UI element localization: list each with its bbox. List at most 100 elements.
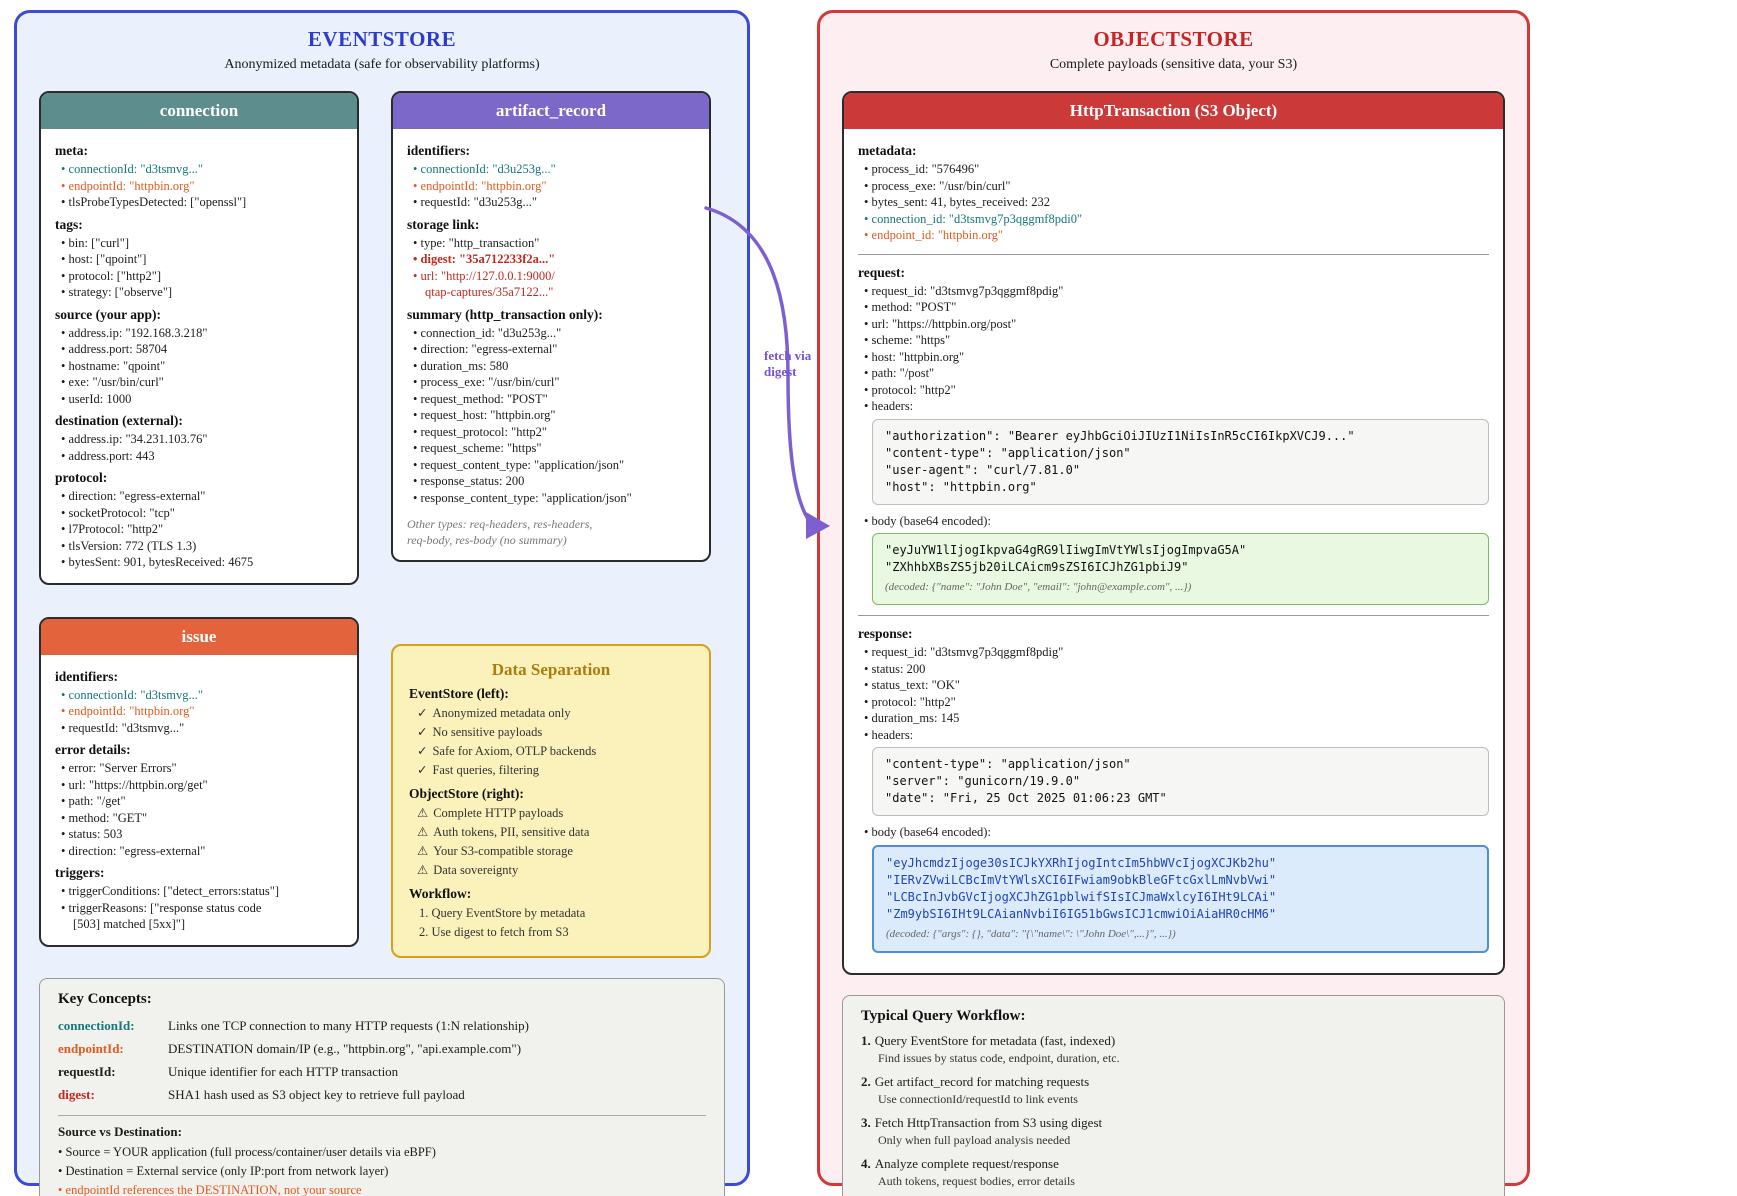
issue-card: issue identifiers: connectionId: "d3tsmv… bbox=[39, 616, 359, 947]
step-note: Auth tokens, request bodies, error detai… bbox=[878, 1173, 1075, 1188]
field-requestId: requestId: "d3tsmvg..." bbox=[61, 720, 343, 737]
field-url: url: "https://httpbin.org/post" bbox=[864, 316, 1489, 333]
field-list: request_id: "d3tsmvg7p3qggmf8pdig" statu… bbox=[858, 644, 1489, 743]
arrowhead-icon bbox=[806, 512, 830, 539]
point-text: Complete HTTP payloads bbox=[433, 806, 564, 820]
section-heading: destination (external): bbox=[55, 413, 183, 428]
objectstore-title: OBJECTSTORE bbox=[1093, 27, 1254, 51]
section-heading: summary (http_transaction only): bbox=[407, 306, 603, 322]
data-separation-title: Data Separation bbox=[491, 660, 611, 679]
list-item: ⚠Auth tokens, PII, sensitive data bbox=[417, 823, 693, 842]
objectstore-points: ⚠ Complete HTTP payloads ⚠Auth tokens, PI… bbox=[409, 804, 693, 880]
field-status-text: status_text: "OK" bbox=[864, 677, 1489, 694]
field-socketProtocol: socketProtocol: "tcp" bbox=[61, 505, 343, 522]
response-body-label: body (base64 encoded): bbox=[864, 824, 1489, 841]
artifact-record-footnote: Other types: req-headers, res-headers, r… bbox=[407, 517, 593, 547]
field-list: process_id: "576496" process_exe: "/usr/… bbox=[858, 161, 1489, 244]
field-address-ip: address.ip: "34.231.103.76" bbox=[61, 431, 343, 448]
field-request-id: request_id: "d3tsmvg7p3qggmf8pdig" bbox=[864, 644, 1489, 661]
connection-card-body: meta: connectionId: "d3tsmvg..." endpoin… bbox=[41, 129, 357, 583]
key-concepts-heading: Key Concepts: bbox=[58, 991, 152, 1007]
header-line: "host": "httpbin.org" bbox=[885, 479, 1037, 494]
step-number: 3. bbox=[861, 1114, 871, 1130]
section-heading: EventStore (left): bbox=[409, 686, 509, 701]
field-method: method: "POST" bbox=[864, 299, 1489, 316]
point-text: Safe for Axiom, OTLP backends bbox=[432, 744, 597, 758]
eventstore-points: ✓Anonymized metadata only ✓No sensitive … bbox=[409, 704, 693, 780]
term-desc: Links one TCP connection to many HTTP re… bbox=[168, 1018, 529, 1033]
term-requestId: requestId: bbox=[58, 1064, 116, 1079]
field-protocol: protocol: ["http2"] bbox=[61, 268, 343, 285]
field-process-id: process_id: "576496" bbox=[864, 161, 1489, 178]
term-connectionId: connectionId: bbox=[58, 1018, 135, 1033]
check-icon: ✓ bbox=[417, 706, 428, 720]
warning-icon: ⚠ bbox=[417, 806, 429, 820]
header-line: "server": "gunicorn/19.9.0" bbox=[885, 774, 1081, 788]
point-text: No sensitive payloads bbox=[432, 725, 543, 739]
workflow-step: 1. Query EventStore by metadata bbox=[419, 906, 586, 920]
body-line: "Zm9ybSI6IHt9LCAianNvbiI6IG51bGwsICJ1cmw… bbox=[886, 906, 1277, 921]
field-triggerConditions: triggerConditions: ["detect_errors:statu… bbox=[61, 883, 343, 900]
field-request-scheme: request_scheme: "https" bbox=[413, 440, 695, 457]
check-icon: ✓ bbox=[417, 744, 428, 758]
objectstore-subtitle: Complete payloads (sensitive data, your … bbox=[1049, 57, 1298, 72]
request-headers-box: "authorization": "Bearer eyJhbGciOiJIUzI… bbox=[872, 418, 1489, 505]
field-strategy: strategy: ["observe"] bbox=[61, 284, 343, 301]
field-list: address.ip: "34.231.103.76" address.port… bbox=[55, 431, 343, 464]
field-list: connectionId: "d3tsmvg..." endpointId: "… bbox=[55, 161, 343, 211]
step-title: Query EventStore for metadata (fast, ind… bbox=[874, 1032, 1116, 1048]
body-line: "eyJuYW1lIjogIkpvaG4gRG9lIiwgImVtYWlsIjo… bbox=[885, 543, 1247, 557]
field-list: error: "Server Errors" url: "https://htt… bbox=[55, 760, 343, 859]
field-request-id: request_id: "d3tsmvg7p3qggmf8pdig" bbox=[864, 283, 1489, 300]
field-list: connectionId: "d3tsmvg..." endpointId: "… bbox=[55, 687, 343, 737]
section-heading: request: bbox=[858, 264, 905, 280]
field-exe: exe: "/usr/bin/curl" bbox=[61, 374, 343, 391]
field-address-port: address.port: 443 bbox=[61, 448, 343, 465]
field-response-content-type: response_content_type: "application/json… bbox=[413, 490, 695, 507]
term-endpointId: endpointId: bbox=[58, 1041, 124, 1056]
list-item: ✓ Safe for Axiom, OTLP backends bbox=[417, 742, 693, 761]
key-concept-row: requestId: Unique identifier for each HT… bbox=[58, 1062, 706, 1082]
request-headers-label: headers: bbox=[864, 398, 1489, 415]
list-item: ✓No sensitive payloads bbox=[417, 723, 693, 742]
term-desc: DESTINATION domain/IP (e.g., "httpbin.or… bbox=[168, 1041, 522, 1056]
field-list: connection_id: "d3u253g..." direction: "… bbox=[407, 325, 695, 507]
header-line: "content-type": "application/json" bbox=[885, 445, 1131, 460]
connection-card-title: connection bbox=[41, 93, 357, 129]
request-body-box: "eyJuYW1lIjogIkpvaG4gRG9lIiwgImVtYWlsIjo… bbox=[872, 533, 1489, 605]
response-headers-label: headers: bbox=[864, 727, 1489, 744]
step-note: Only when full payload analysis needed bbox=[878, 1132, 1071, 1147]
field-list: body (base64 encoded): bbox=[858, 513, 1489, 530]
workflow-step: 2.Get artifact_record for matching reque… bbox=[861, 1074, 1486, 1090]
list-item-warning: endpointId references the DESTINATION, n… bbox=[58, 1181, 706, 1196]
field-direction: direction: "egress-external" bbox=[61, 488, 343, 505]
section-heading: meta: bbox=[55, 143, 88, 158]
section-heading: triggers: bbox=[55, 865, 105, 880]
fetch-via-digest-arrow bbox=[704, 206, 830, 539]
response-body-box: "eyJhcmdzIjoge30sICJkYXRhIjogIntcIm5hbWV… bbox=[872, 844, 1489, 953]
field-protocol: protocol: "http2" bbox=[864, 694, 1489, 711]
section-heading: metadata: bbox=[858, 143, 917, 158]
list-item: Source = YOUR application (full process/… bbox=[58, 1143, 706, 1162]
section-heading: ObjectStore (right): bbox=[409, 786, 524, 801]
field-requestId: requestId: "d3u253g..." bbox=[413, 194, 695, 211]
field-bin: bin: ["curl"] bbox=[61, 235, 343, 252]
field-list: body (base64 encoded): bbox=[858, 824, 1489, 841]
field-path: path: "/get" bbox=[61, 793, 343, 810]
field-status: status: 503 bbox=[61, 826, 343, 843]
field-host: host: "httpbin.org" bbox=[864, 349, 1489, 366]
field-address-ip: address.ip: "192.168.3.218" bbox=[61, 325, 343, 342]
field-process-exe: process_exe: "/usr/bin/curl" bbox=[864, 178, 1489, 195]
step-title: Analyze complete request/response bbox=[874, 1155, 1059, 1171]
body-line: "LCBcInJvbGVcIjogXCJhZG1pblwifSIsICJmaWx… bbox=[886, 889, 1277, 904]
source-vs-destination-heading: Source vs Destination: bbox=[58, 1124, 182, 1139]
step-number: 2. bbox=[861, 1073, 871, 1089]
field-list: request_id: "d3tsmvg7p3qggmf8pdig" metho… bbox=[858, 283, 1489, 415]
eventstore-column-1: connection meta: connectionId: "d3tsmvg.… bbox=[39, 91, 359, 958]
field-request-method: request_method: "POST" bbox=[413, 391, 695, 408]
field-endpointId: endpointId: "httpbin.org" bbox=[61, 178, 343, 195]
field-bytes: bytes_sent: 41, bytes_received: 232 bbox=[864, 194, 1489, 211]
data-separation-card: Data Separation EventStore (left): ✓Anon… bbox=[391, 644, 711, 958]
response-headers-box: "content-type": "application/json" "serv… bbox=[872, 747, 1489, 816]
